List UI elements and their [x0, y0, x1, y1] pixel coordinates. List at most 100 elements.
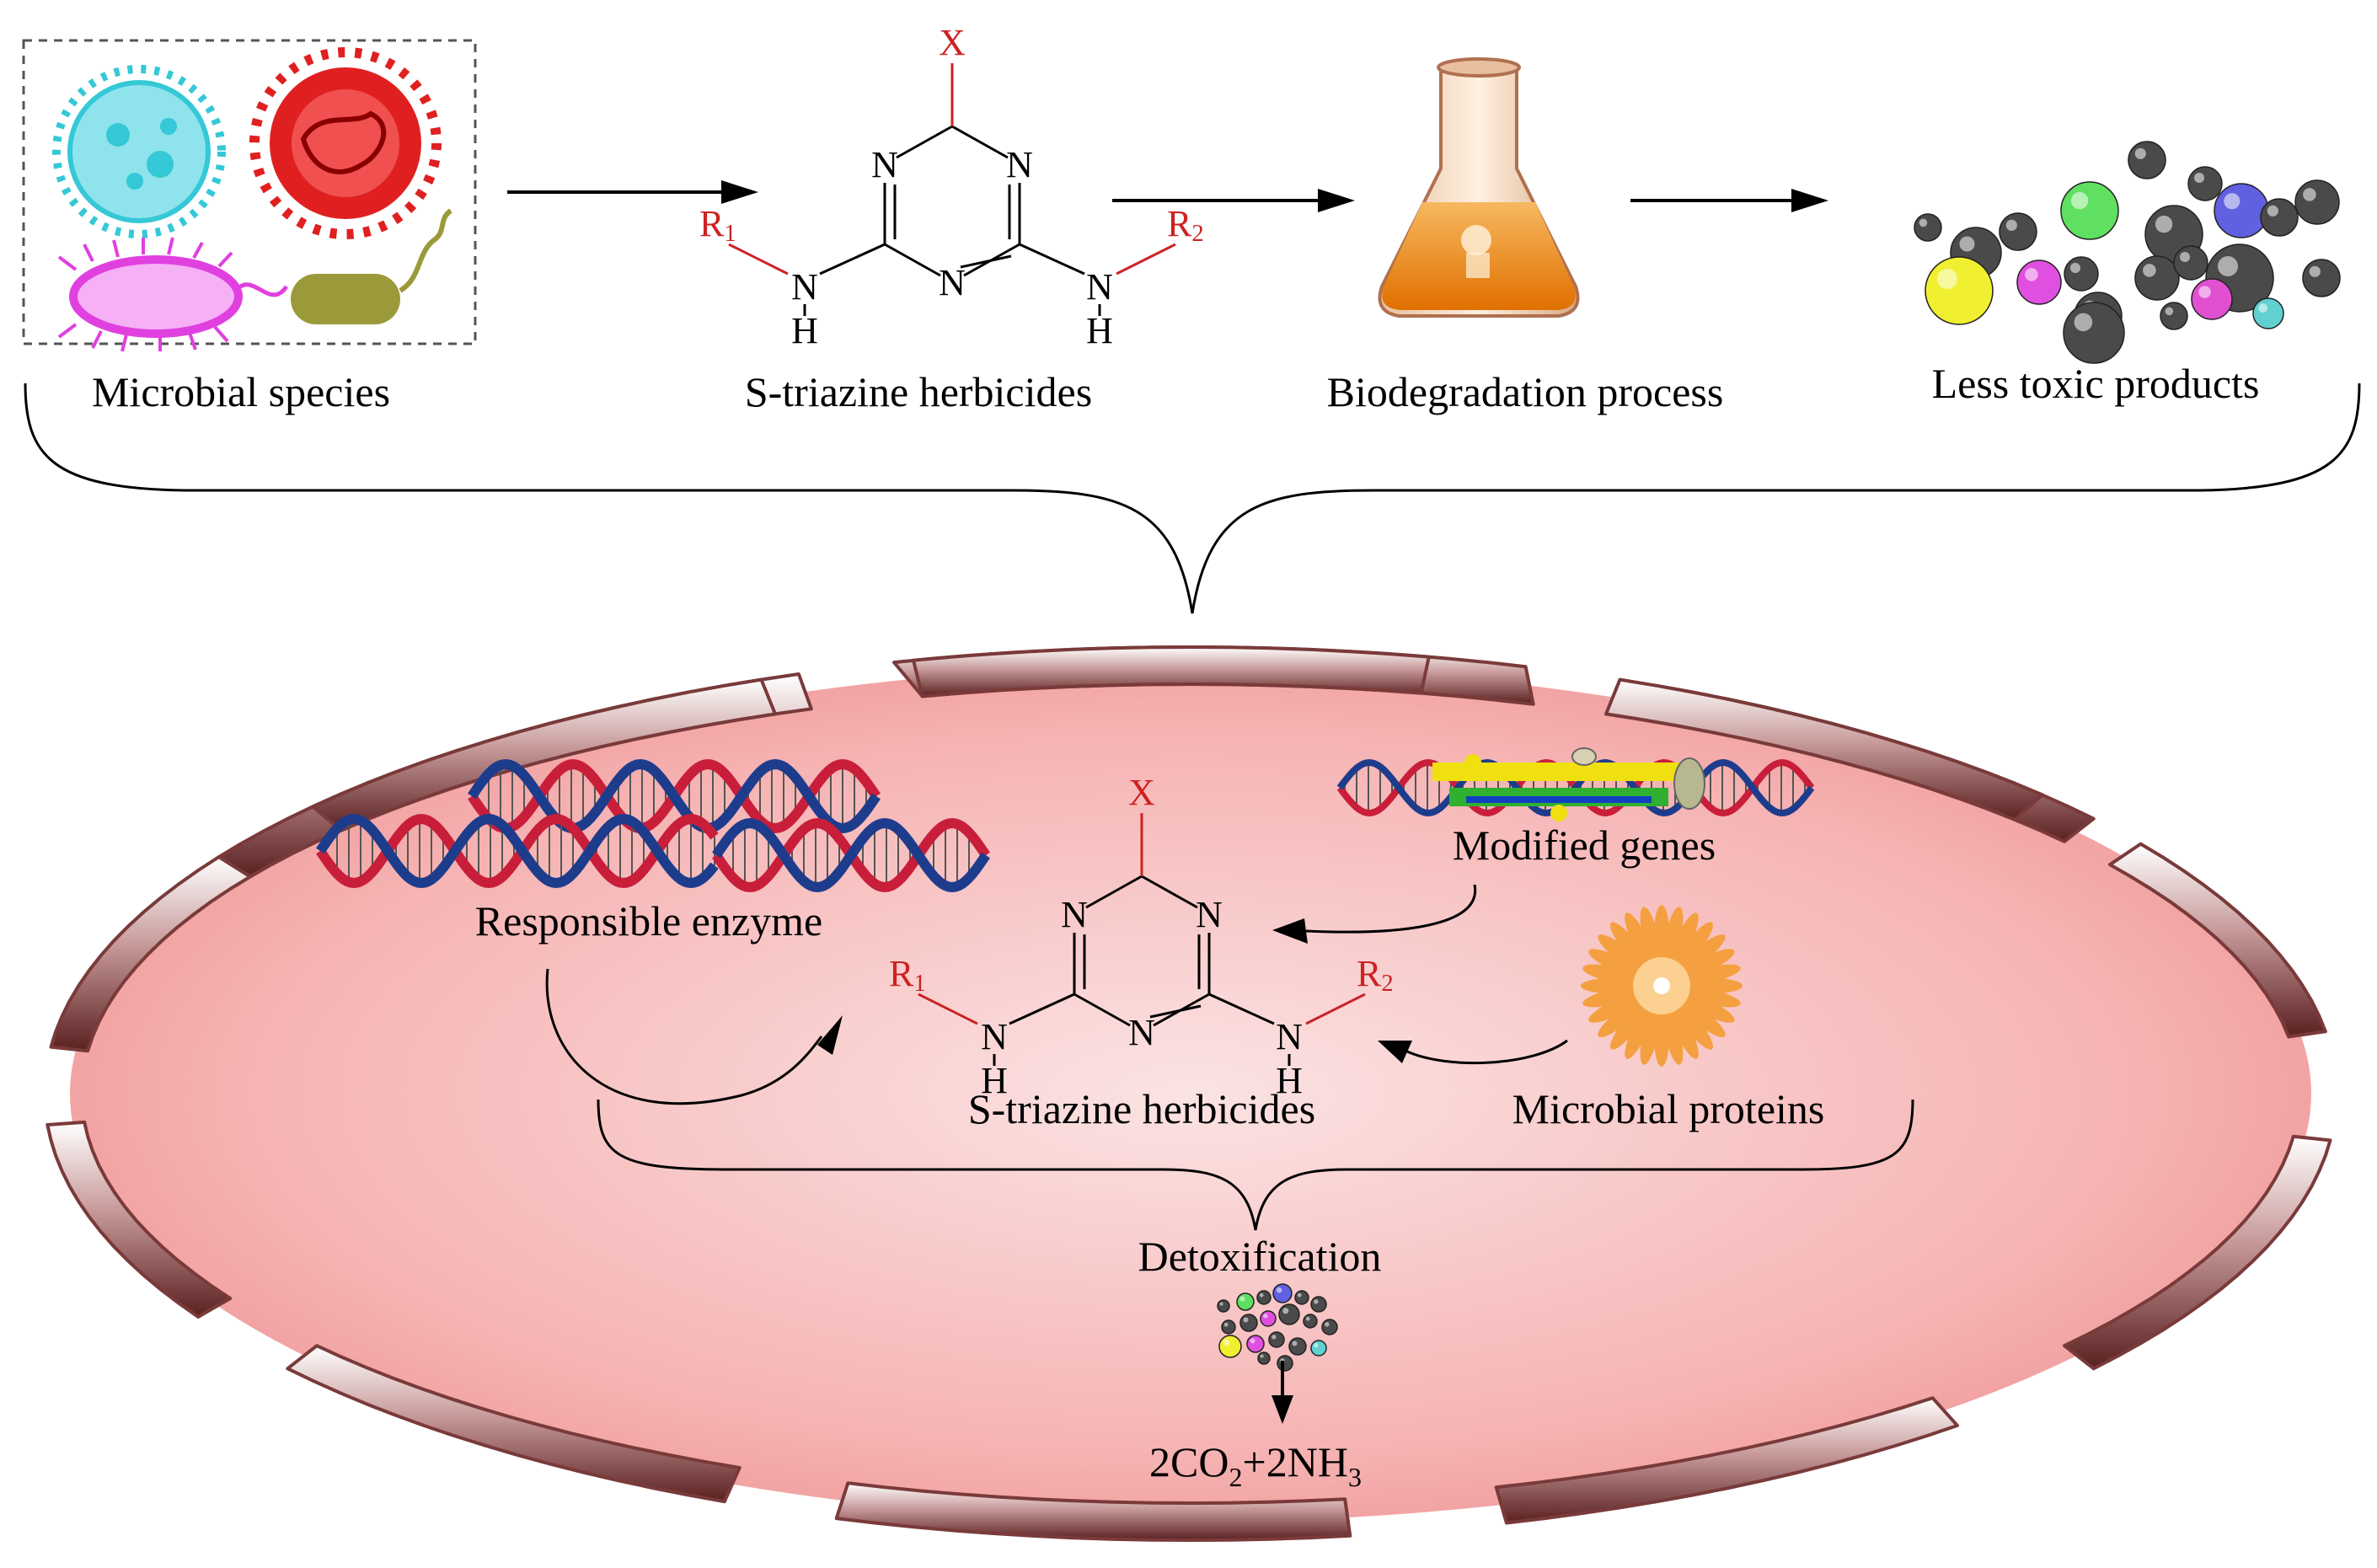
ball-highlight: [1259, 1292, 1264, 1298]
flask-icon: [1378, 57, 1580, 318]
protein-center: [1653, 977, 1670, 994]
bond: [1085, 875, 1143, 909]
triazine-label-top: S-triazine herbicides: [745, 368, 1092, 415]
product-ball: [2187, 166, 2223, 201]
ring-n-left: N: [871, 144, 898, 185]
substituent-x-label: X: [1128, 772, 1155, 813]
arrow-detox-to-products: [1271, 1361, 1293, 1424]
cell-wall: [46, 645, 2332, 1542]
olive-bacterium-icon: [291, 208, 452, 324]
product-ball: [2302, 259, 2341, 297]
detox-products-icon: [1217, 1283, 1338, 1372]
protein-petal: [1682, 994, 1735, 1023]
ball-highlight: [2165, 307, 2174, 316]
ball-highlight: [1305, 1316, 1310, 1321]
product-ball: [1217, 1299, 1230, 1313]
protein-petal: [1663, 907, 1684, 963]
protein-petal: [1684, 964, 1741, 984]
responsible-enzyme-label: Responsible enzyme: [475, 897, 822, 945]
product-ball: [1246, 1335, 1265, 1353]
triazine-label-cell: S-triazine herbicides: [968, 1085, 1315, 1132]
top-brace: [24, 383, 2361, 614]
final-products-formula: 2CO2+2NH3: [1149, 1438, 1362, 1492]
ball-highlight: [1297, 1292, 1302, 1298]
wall-segment: [1604, 677, 2044, 821]
product-ball: [2016, 260, 2062, 305]
products-label: Less toxic products: [1932, 360, 2260, 407]
ball-highlight: [1263, 1314, 1268, 1319]
cell-brace: [597, 1099, 1914, 1231]
ring-n-bottom: N: [939, 262, 966, 303]
amine-h-left: H: [981, 1060, 1008, 1101]
red-virus-icon: [249, 47, 442, 239]
wall-segment: [286, 1344, 741, 1504]
product-ball: [2160, 302, 2188, 330]
ball-highlight: [1250, 1338, 1255, 1344]
ball-highlight: [2070, 263, 2080, 273]
cyan-virus-icon: [52, 65, 226, 238]
ball-highlight: [2025, 268, 2038, 281]
wall-segment: [49, 855, 252, 1053]
protein-petal: [1670, 1006, 1699, 1059]
product-ball: [2191, 278, 2233, 320]
microbial-dashed-box: [22, 39, 477, 345]
wall-segment: [46, 1120, 233, 1319]
amine-n-right: N: [1086, 266, 1113, 308]
arrow-triazine-to-biodegradation: [1112, 189, 1355, 212]
protein-petal: [1625, 912, 1653, 966]
substituent-r1-label: R1: [889, 953, 926, 997]
ball-highlight: [2143, 264, 2156, 277]
bond: [896, 125, 953, 159]
product-ball: [2294, 179, 2340, 225]
protein-petal: [1679, 934, 1726, 972]
product-ball: [1272, 1283, 1293, 1303]
protein-petal: [1675, 1003, 1713, 1050]
bond: [884, 243, 941, 277]
ball-highlight: [1271, 1335, 1277, 1340]
product-ball: [2214, 183, 2269, 238]
ball-highlight: [2134, 147, 2146, 159]
product-ball: [1310, 1296, 1327, 1313]
substituent-r2-label: R2: [1167, 203, 1204, 247]
bond: [1208, 993, 1275, 1025]
ball-highlight: [2005, 219, 2017, 231]
protein-petal: [1598, 934, 1644, 972]
bond: [1141, 875, 1198, 909]
product-ball: [1321, 1319, 1338, 1335]
microbial-protein-icon: [1581, 905, 1743, 1067]
ball-highlight: [1292, 1341, 1298, 1346]
product-ball: [2260, 198, 2299, 237]
product-ball: [1268, 1331, 1285, 1348]
arrow-biodegradation-to-products: [1630, 189, 1828, 212]
product-ball: [2128, 141, 2166, 179]
ball-highlight: [2074, 313, 2093, 332]
bond: [918, 993, 978, 1025]
protein-petal: [1610, 922, 1648, 968]
product-ball: [1294, 1290, 1309, 1305]
ball-highlight: [1223, 1339, 1230, 1346]
protein-petal: [1582, 964, 1639, 984]
protein-petal: [1679, 999, 1726, 1037]
detoxification-label: Detoxification: [1138, 1233, 1382, 1280]
product-ball: [1999, 212, 2037, 251]
biodegradation-label: Biodegradation process: [1327, 368, 1724, 415]
product-ball: [2173, 245, 2208, 281]
protein-petal: [1684, 987, 1741, 1008]
bond: [960, 254, 1012, 269]
bond: [1149, 1004, 1202, 1019]
ball-highlight: [2258, 303, 2268, 313]
product-ball: [1277, 1355, 1293, 1372]
less-toxic-products-icon: [1914, 141, 2341, 364]
ring-n-bottom: N: [1128, 1012, 1155, 1053]
ring-n-right: N: [1006, 144, 1033, 185]
dna-strand: [316, 813, 719, 889]
ball-highlight: [2218, 256, 2238, 276]
protein-petal: [1640, 1009, 1660, 1065]
product-ball: [2060, 181, 2119, 240]
bond: [1305, 993, 1366, 1025]
protein-petal: [1670, 912, 1699, 966]
product-ball: [1239, 1314, 1258, 1332]
product-ball: [1278, 1303, 1300, 1325]
ball-highlight: [1276, 1287, 1282, 1293]
